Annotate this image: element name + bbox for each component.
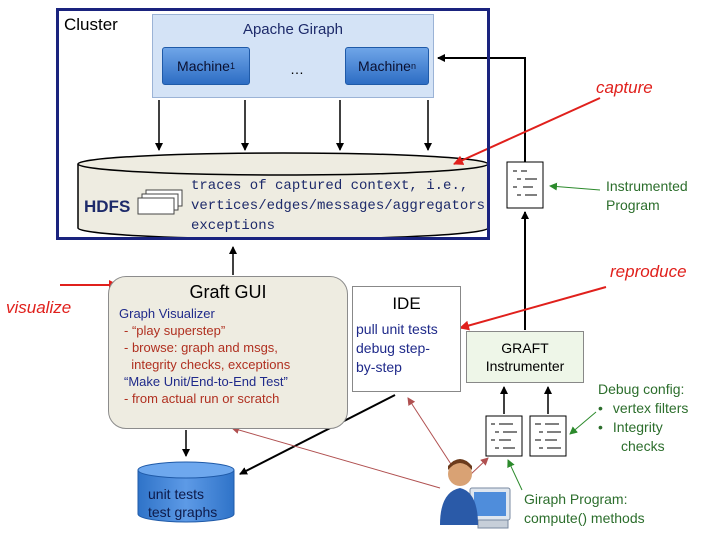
machine-n-label: Machine: [358, 58, 411, 74]
ide-title: IDE: [392, 294, 421, 313]
reproduce-label: reproduce: [610, 262, 687, 281]
capture-arrow: [453, 97, 601, 165]
instrumented-pointer: [549, 182, 601, 191]
instrumented-program-doc-icon: [506, 161, 544, 209]
unit-tests-text: unit tests: [148, 486, 205, 502]
user-to-program-arrow: [469, 457, 489, 476]
machine-to-hdfs-arrows: [155, 100, 432, 151]
program-to-giraph-arrow: [437, 54, 526, 162]
giraph-program-pointer: [507, 459, 523, 491]
browse-item: - browse: graph and msgs,: [124, 340, 278, 355]
debug-config-pointer: [569, 411, 597, 435]
bullet-icon: •: [598, 419, 603, 435]
cluster-frame: [56, 8, 490, 240]
graft-gui-title: Graft GUI: [189, 282, 267, 302]
ide-line: by-step: [356, 359, 402, 375]
giraph-program-line-1: Giraph Program:: [524, 491, 628, 507]
from-run-item: - from actual run or scratch: [124, 391, 280, 406]
hdfs-label: HDFS: [84, 197, 131, 216]
browse-item-cont: integrity checks, exceptions: [124, 357, 291, 372]
user-to-gui-arrow: [231, 426, 441, 489]
ide-box: [352, 286, 461, 392]
debug-config-label: Debug config: • vertex filters • Integri…: [598, 380, 688, 456]
integrity-checks-item: • Integrity: [598, 418, 688, 437]
graft-gui-box: [108, 276, 348, 429]
graft-instrumenter-box: GRAFT Instrumenter: [466, 331, 584, 383]
instrumented-program-label: Instrumented Program: [606, 177, 688, 215]
test-graphs-text: test graphs: [148, 504, 218, 520]
play-superstep-item: - “play superstep”: [124, 323, 226, 338]
apache-giraph-title: Apache Giraph: [242, 21, 344, 38]
reproduce-arrow: [459, 286, 607, 331]
ide-line: pull unit tests: [356, 321, 438, 337]
integrity-text-1: Integrity: [612, 419, 663, 435]
giraph-program-label: Giraph Program: compute() methods: [524, 490, 645, 528]
giraph-program-line-2: compute() methods: [524, 510, 645, 526]
vertex-filters-text: vertex filters: [612, 400, 689, 416]
machine-1-label: Machine: [177, 58, 230, 74]
instrumented-line-1: Instrumented: [606, 178, 688, 194]
integrity-text-2: checks: [621, 438, 665, 454]
hdfs-line: traces of captured context, i.e.,: [191, 178, 469, 194]
machine-1-subscript: 1: [229, 61, 235, 71]
ide-to-db-arrow: [239, 394, 396, 475]
visualize-label: visualize: [6, 298, 72, 317]
instrumenter-line-1: GRAFT: [501, 340, 549, 356]
debug-config-doc-icon: [529, 415, 567, 457]
giraph-program-doc-icon: [485, 415, 523, 457]
trace-stack-icon: [137, 189, 183, 215]
user-at-computer-icon: [440, 459, 511, 529]
unit-test-db-cylinder: [137, 461, 235, 523]
ide-content: pull unit tests debug step- by-step: [356, 320, 438, 377]
hdfs-line: vertices/edges/messages/aggregators: [191, 198, 486, 214]
hdfs-line: exceptions: [191, 218, 276, 234]
graph-visualizer-label: Graph Visualizer: [119, 306, 215, 321]
debug-config-title: Debug config:: [598, 381, 685, 397]
make-test-label: “Make Unit/End-to-End Test”: [124, 374, 288, 389]
vertex-filters-item: • vertex filters: [598, 399, 688, 418]
graft-gui-content: Graph Visualizer - “play superstep” - br…: [119, 305, 290, 407]
machine-ellipsis: …: [290, 61, 304, 77]
hdfs-description: traces of captured context, i.e., vertic…: [191, 176, 485, 236]
ide-line: debug step-: [356, 340, 430, 356]
unit-test-db-label: unit tests test graphs: [148, 485, 217, 521]
instrumenter-line-2: Instrumenter: [485, 358, 565, 374]
instrumented-line-2: Program: [606, 197, 660, 213]
capture-label: capture: [596, 78, 653, 97]
bullet-icon: •: [598, 400, 603, 416]
cluster-label: Cluster: [64, 15, 118, 34]
hdfs-cylinder: [77, 152, 489, 240]
machine-n-subscript: n: [410, 61, 416, 71]
